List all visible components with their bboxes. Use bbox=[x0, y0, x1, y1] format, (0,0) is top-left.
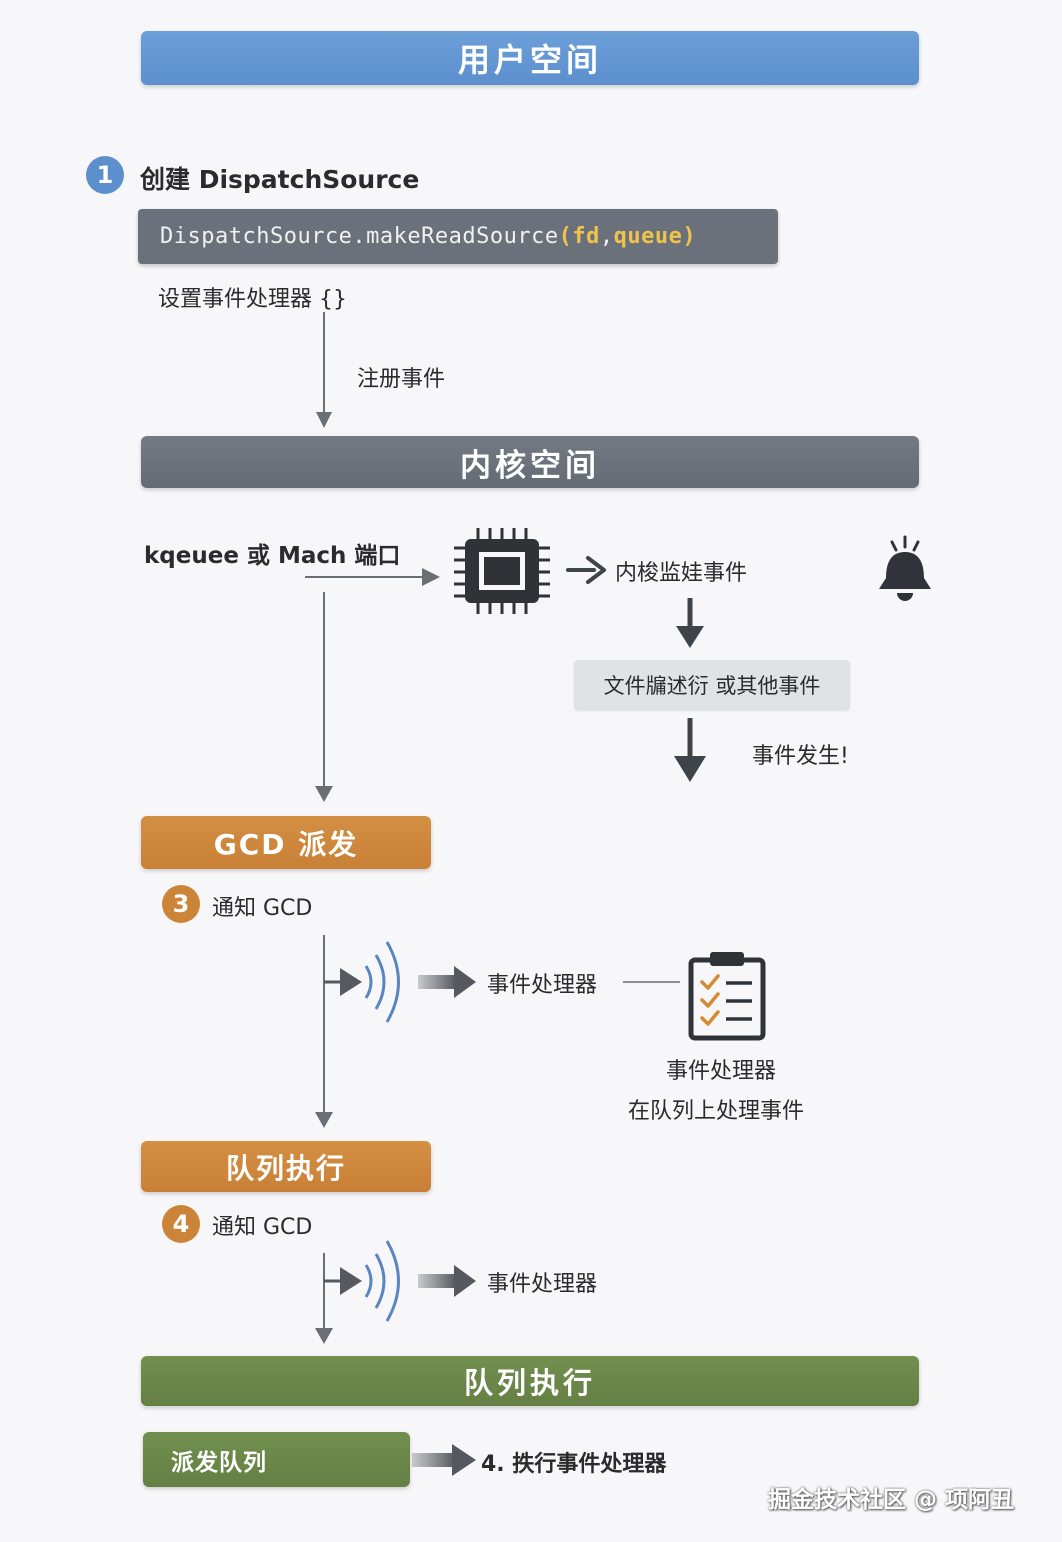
queue-exec-orange-band: 队列执行 bbox=[141, 1141, 431, 1192]
kernel-monitor-label: 内梭监娃事件 bbox=[615, 561, 748, 586]
step4-handler-arrow bbox=[418, 1265, 476, 1297]
checklist-clipboard-icon bbox=[688, 952, 766, 1041]
handler-note-line2: 在队列上处理事件 bbox=[628, 1099, 805, 1124]
set-handler-label: 设置事件处理器 {} bbox=[158, 287, 347, 312]
step3-vertical-arrow bbox=[315, 935, 333, 1128]
execute-handler-label: 4. 抶行事件处理器 bbox=[481, 1452, 667, 1477]
code-close-paren: ) bbox=[682, 224, 697, 249]
source-to-chip-arrow bbox=[305, 568, 440, 586]
step3-handler-label: 事件处理器 bbox=[487, 973, 598, 998]
code-arg-queue: queue bbox=[613, 224, 683, 249]
user-space-band: 用户空间 bbox=[141, 31, 919, 85]
fd-event-box: 文件牖述衍 或其他事件 bbox=[574, 660, 850, 710]
fd-to-event-arrow bbox=[674, 718, 706, 782]
bell-icon bbox=[879, 535, 931, 601]
code-open-paren: ( bbox=[558, 224, 573, 249]
kernel-to-gcd-arrow bbox=[315, 592, 333, 802]
step3-handler-arrow bbox=[418, 966, 476, 998]
kqueue-mach-port-label: kqeuee 或 Mach 端口 bbox=[144, 543, 401, 569]
handler-note-line1: 事件处理器 bbox=[666, 1059, 777, 1084]
step4-title: 通知 GCD bbox=[212, 1215, 313, 1240]
register-arrow bbox=[316, 312, 332, 428]
code-arg-fd: fd bbox=[572, 224, 600, 249]
step1-number-badge: 1 bbox=[86, 156, 124, 194]
chip-to-monitor-arrow bbox=[566, 556, 606, 584]
signal-waves-icon bbox=[324, 1240, 400, 1322]
register-event-label: 注册事件 bbox=[357, 367, 446, 392]
dispatch-queue-exec-arrow bbox=[412, 1444, 476, 1476]
code-separator: , bbox=[599, 224, 614, 249]
code-snippet: DispatchSource.makeReadSource(fd, queue) bbox=[138, 209, 778, 264]
step3-number-badge: 3 bbox=[162, 885, 200, 923]
step4-number-badge: 4 bbox=[162, 1205, 200, 1243]
monitor-to-fd-arrow bbox=[676, 598, 704, 648]
queue-exec-green-band: 队列执行 bbox=[141, 1356, 919, 1406]
dispatch-queue-box: 派发队列 bbox=[143, 1432, 410, 1487]
signal-waves-icon bbox=[324, 941, 400, 1023]
code-method: DispatchSource.makeReadSource bbox=[160, 224, 559, 249]
gcd-dispatch-band: GCD 派发 bbox=[141, 816, 431, 869]
step4-vertical-arrow bbox=[315, 1253, 333, 1344]
kernel-space-band: 内核空间 bbox=[141, 436, 919, 488]
event-happens-label: 事件发生! bbox=[752, 744, 849, 769]
cpu-chip-icon bbox=[454, 528, 550, 614]
step3-title: 通知 GCD bbox=[212, 896, 313, 921]
step1-title: 创建 DispatchSource bbox=[140, 165, 420, 194]
watermark: 掘金技术社区 @ 项阿丑 bbox=[768, 1487, 1015, 1513]
step4-handler-label: 事件处理器 bbox=[487, 1272, 598, 1297]
